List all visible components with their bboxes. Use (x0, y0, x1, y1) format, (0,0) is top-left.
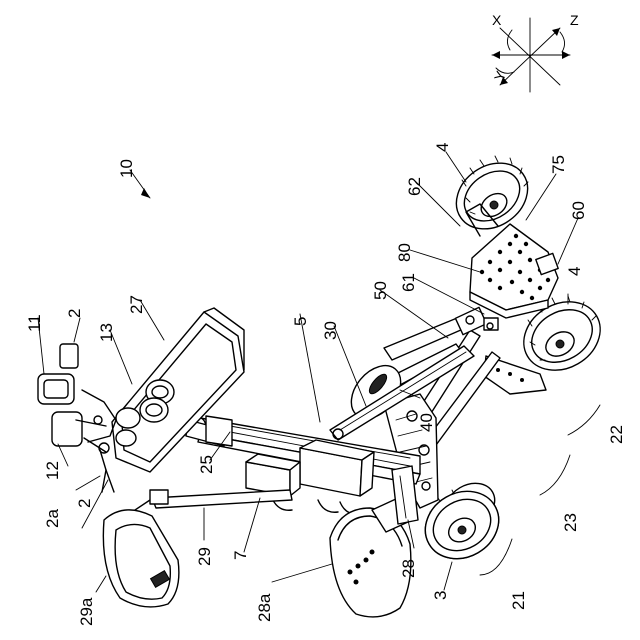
ref-7: 7 (231, 551, 250, 560)
axis-y-label: Y (491, 68, 509, 83)
ref-61: 61 (399, 273, 418, 292)
ref-4-right: 4 (565, 267, 584, 276)
axis-z-label: Z (570, 12, 579, 28)
ref-29: 29 (195, 547, 214, 566)
ref-10: 10 (117, 159, 136, 178)
ref-3: 3 (431, 591, 450, 600)
ref-2a: 2a (43, 509, 62, 528)
ref-21: 21 (509, 591, 528, 610)
ref-2-top: 2 (65, 309, 84, 318)
ref-11: 11 (25, 314, 44, 332)
ref-75: 75 (549, 155, 568, 174)
ref-60: 60 (569, 201, 588, 220)
ref-12: 12 (43, 461, 62, 480)
handle-bar (132, 490, 292, 512)
ref-22: 22 (607, 425, 626, 444)
axis-indicator: X Z Y (491, 12, 579, 92)
ref-28: 28 (399, 559, 418, 578)
ref-80: 80 (395, 243, 414, 262)
ref-2-bottom: 2 (75, 499, 94, 508)
ref-25: 25 (197, 455, 216, 474)
ref-4-top: 4 (433, 143, 452, 152)
ref-28a: 28a (255, 593, 274, 622)
axis-x-label: X (492, 12, 502, 28)
foot-stirrup (103, 510, 179, 607)
ref-27: 27 (127, 295, 146, 314)
ref-5: 5 (291, 317, 310, 326)
ref-40: 40 (417, 413, 436, 432)
ref-30: 30 (321, 321, 340, 340)
ref-50: 50 (371, 281, 390, 300)
ref-29a: 29a (77, 597, 96, 626)
ref-62: 62 (405, 177, 424, 196)
ref-23: 23 (561, 513, 580, 532)
rear-wheel-top (444, 150, 541, 243)
ref-13: 13 (97, 323, 116, 342)
